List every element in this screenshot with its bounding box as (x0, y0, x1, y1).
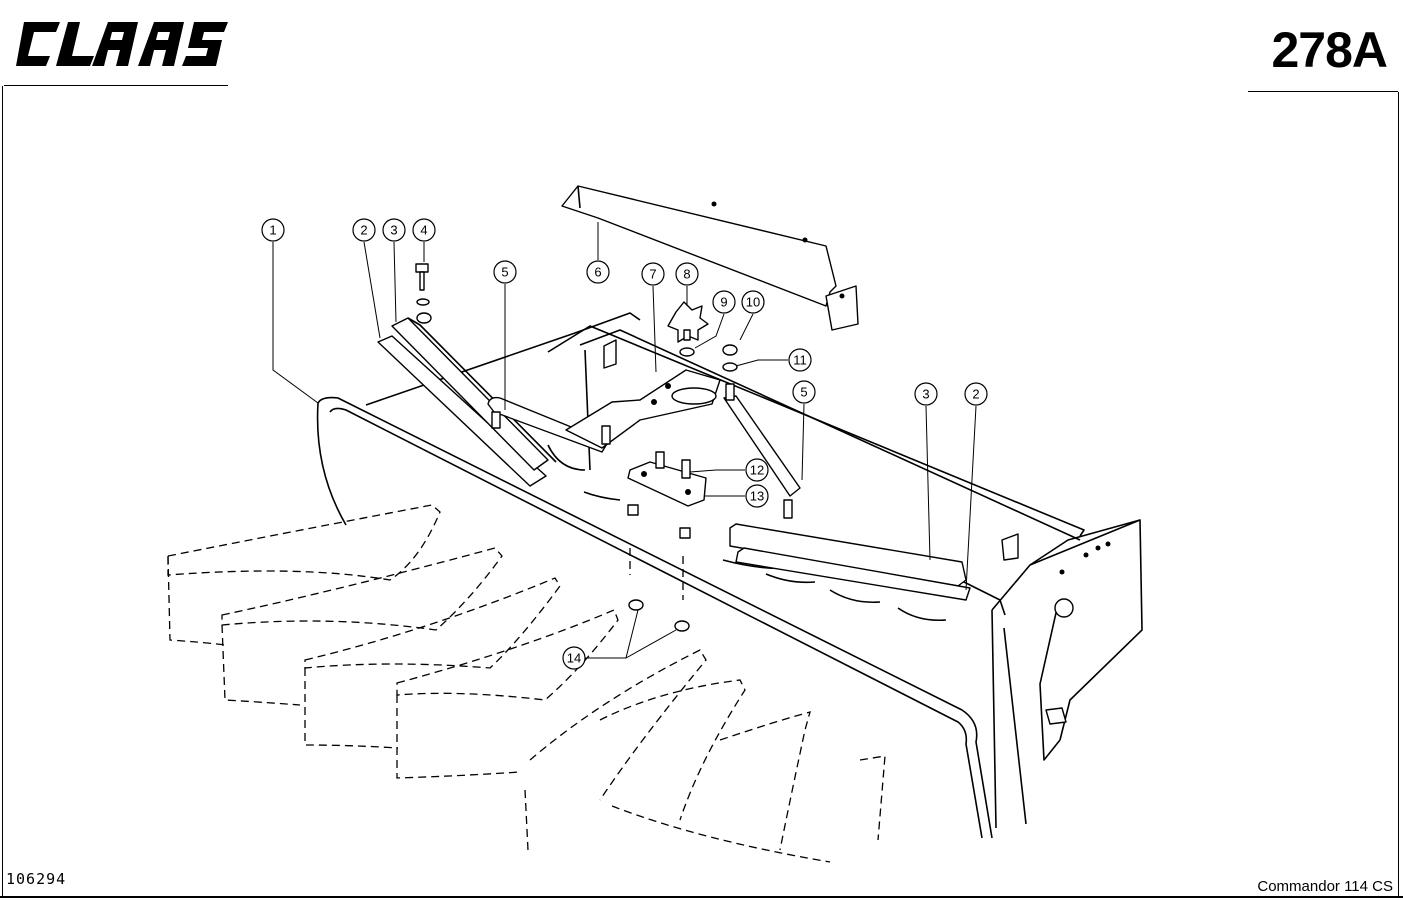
drawing-number: 106294 (6, 870, 67, 888)
header-rule (1248, 91, 1398, 92)
callout-11: 11 (788, 348, 812, 372)
svg-text:2: 2 (360, 223, 367, 238)
svg-text:4: 4 (420, 223, 427, 238)
svg-text:3: 3 (390, 223, 397, 238)
callout-3: 3 (382, 218, 406, 242)
svg-text:14: 14 (567, 651, 581, 666)
mounting-plate (565, 369, 721, 449)
footer-rule (0, 896, 1403, 898)
svg-text:2: 2 (972, 387, 979, 402)
svg-text:3: 3 (922, 387, 929, 402)
svg-text:6: 6 (594, 265, 601, 280)
page-number: 278A (1271, 22, 1388, 78)
dashed-rotor-outlines (167, 504, 886, 863)
frame-border (1398, 92, 1399, 896)
svg-text:1: 1 (269, 223, 276, 238)
callout-1: 1 (261, 218, 285, 242)
callout-12: 12 (745, 458, 769, 482)
svg-text:10: 10 (746, 295, 760, 310)
callout-9: 9 (712, 290, 736, 314)
header-frame (316, 312, 1143, 839)
leader-lines (272, 222, 977, 659)
left-guide-rail (377, 317, 557, 487)
strut-left (487, 396, 609, 453)
svg-text:5: 5 (800, 385, 807, 400)
star-knob (667, 301, 738, 372)
svg-text:9: 9 (720, 295, 727, 310)
callout-5-right: 5 (792, 380, 816, 404)
callout-10: 10 (741, 290, 765, 314)
clamp-bracket (627, 451, 707, 507)
frame-border (2, 86, 3, 896)
model-name: Commandor 114 CS (1257, 878, 1393, 895)
header-rule (4, 85, 228, 86)
claas-logo (16, 22, 228, 66)
svg-text:11: 11 (793, 353, 807, 368)
callout-7: 7 (641, 262, 665, 286)
svg-text:7: 7 (649, 267, 656, 282)
callout-5: 5 (493, 260, 517, 284)
right-guide-rail (729, 523, 971, 601)
svg-text:13: 13 (750, 489, 764, 504)
svg-text:5: 5 (501, 265, 508, 280)
strut-right (601, 383, 801, 519)
callout-3-right: 3 (914, 382, 938, 406)
svg-text:8: 8 (683, 267, 690, 282)
callout-4: 4 (412, 218, 436, 242)
callout-2: 2 (352, 218, 376, 242)
callout-2-right: 2 (964, 382, 988, 406)
callout-8: 8 (675, 262, 699, 286)
callout-14: 14 (562, 646, 586, 670)
svg-text:12: 12 (750, 463, 764, 478)
nuts (628, 599, 690, 632)
bolt-assembly (415, 263, 432, 324)
callout-6: 6 (586, 260, 610, 284)
callout-13: 13 (745, 484, 769, 508)
cover-plate (561, 185, 859, 331)
